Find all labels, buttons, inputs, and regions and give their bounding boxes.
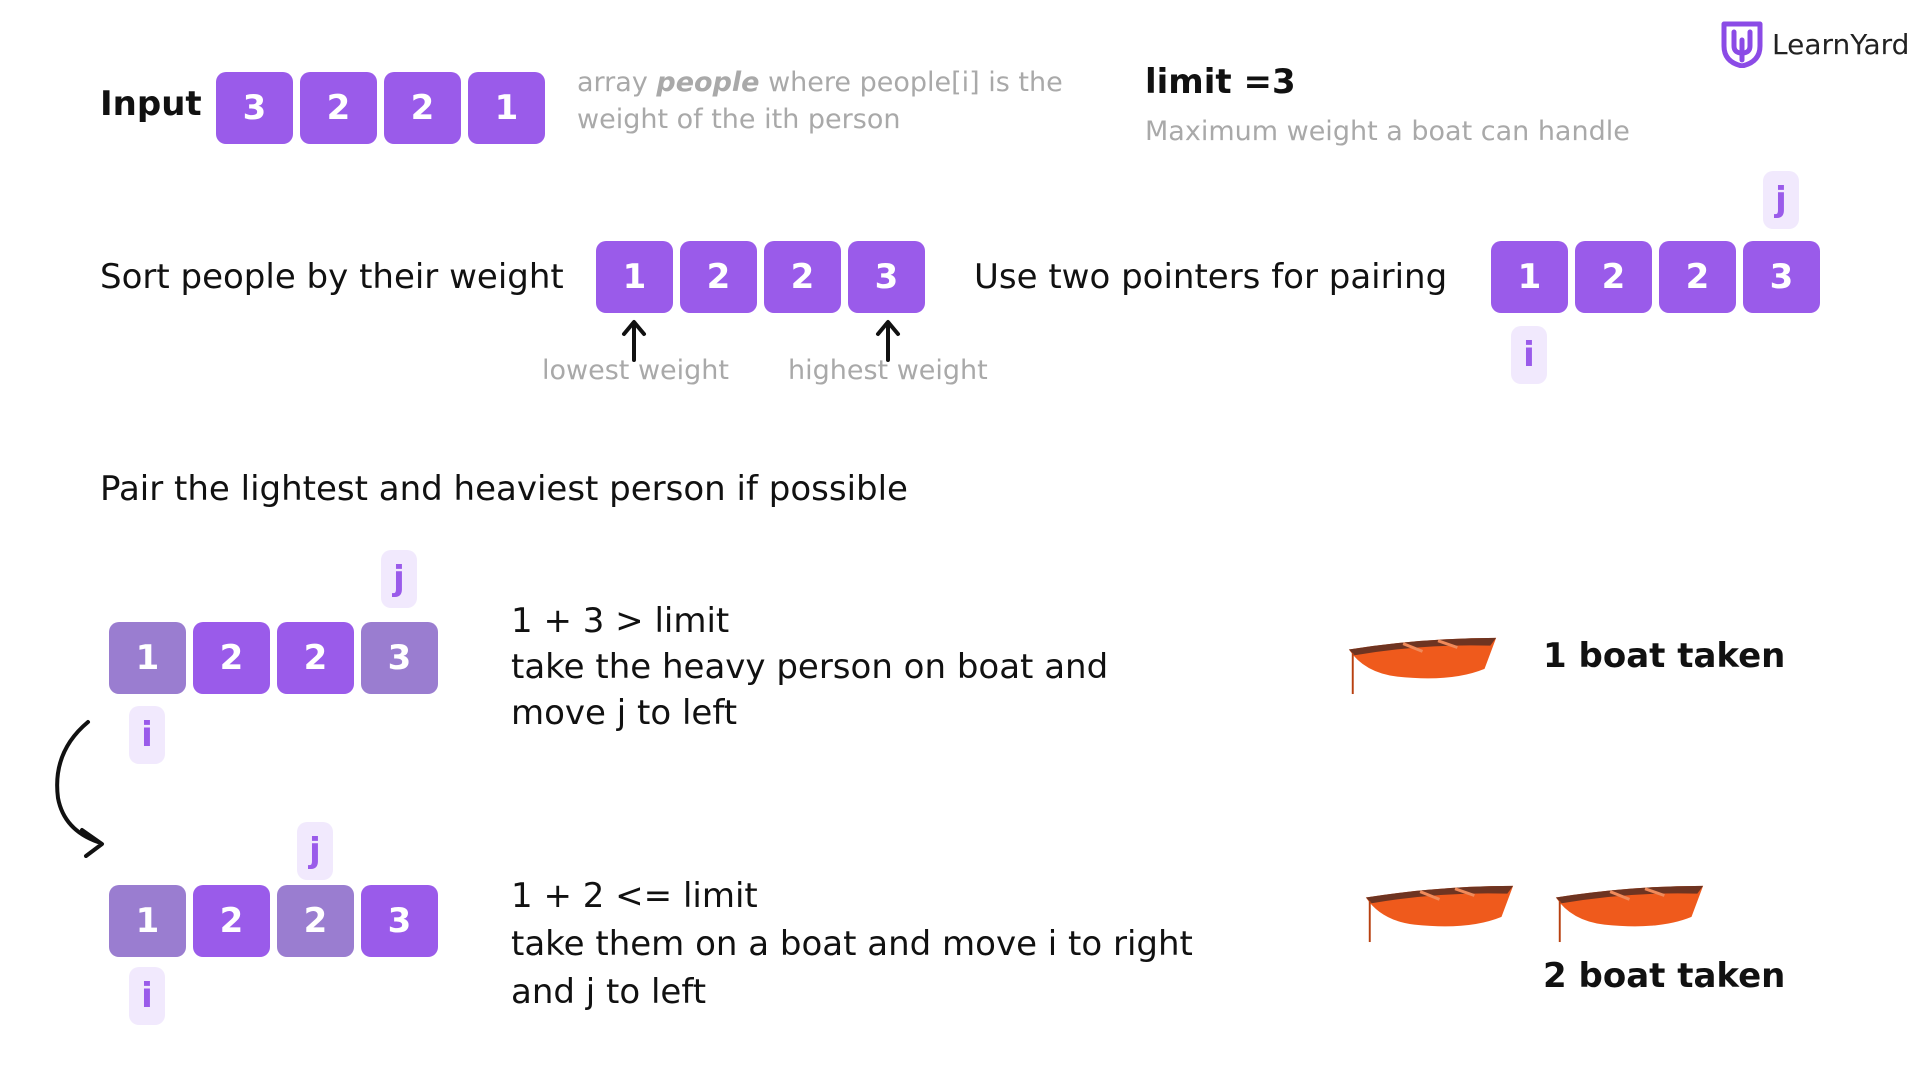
pointer-j: j — [1763, 171, 1799, 229]
step2-cell: 1 — [109, 885, 186, 957]
sort-text: Sort people by their weight — [100, 257, 564, 297]
pointer-cell: 3 — [1743, 241, 1820, 313]
step1-line2: take the heavy person on boat and — [511, 647, 1109, 687]
input-cell: 1 — [468, 72, 545, 144]
step1-line1: 1 + 3 > limit — [511, 601, 730, 641]
step1-pointer-i: i — [129, 706, 165, 764]
input-cell: 2 — [300, 72, 377, 144]
learnyard-logo-icon — [1721, 21, 1763, 68]
step1-explanation: 1 + 3 > limit take the heavy person on b… — [511, 598, 1108, 736]
step1-pointer-j: j — [381, 550, 417, 608]
curved-arrow-icon — [55, 720, 104, 858]
step2-explanation: 1 + 2 <= limit take them on a boat and m… — [511, 872, 1193, 1016]
boat-icon — [1555, 885, 1704, 943]
sorted-cell: 1 — [596, 241, 673, 313]
step1-result: 1 boat taken — [1543, 636, 1786, 676]
step1-cell: 2 — [277, 622, 354, 694]
input-label: Input — [100, 84, 202, 124]
pointer-cell: 2 — [1659, 241, 1736, 313]
limit-description: Maximum weight a boat can handle — [1145, 116, 1630, 147]
highest-weight-label: highest weight — [788, 355, 988, 386]
step2-cell: 2 — [193, 885, 270, 957]
input-cell: 3 — [216, 72, 293, 144]
sorted-cell: 2 — [764, 241, 841, 313]
step1-cell: 2 — [193, 622, 270, 694]
step1-cell: 3 — [361, 622, 438, 694]
input-description: array people where people[i] is the weig… — [577, 64, 1097, 138]
lowest-weight-label: lowest weight — [542, 355, 729, 386]
two-pointers-text: Use two pointers for pairing — [974, 257, 1448, 297]
limit-label: limit =3 — [1145, 62, 1296, 102]
input-desc-suffix: where people[i] is the — [759, 67, 1063, 98]
brand-name: LearnYard — [1772, 28, 1910, 61]
sorted-cell: 2 — [680, 241, 757, 313]
step2-line3: and j to left — [511, 972, 707, 1012]
step2-line2: take them on a boat and move i to right — [511, 924, 1193, 964]
step2-pointer-i: i — [129, 967, 165, 1025]
pointer-cell: 2 — [1575, 241, 1652, 313]
step2-pointer-j: j — [297, 822, 333, 880]
input-cell: 2 — [384, 72, 461, 144]
step2-cell: 3 — [361, 885, 438, 957]
up-arrow-icon — [622, 320, 646, 362]
up-arrow-icon — [876, 320, 900, 362]
pair-heading: Pair the lightest and heaviest person if… — [100, 469, 908, 509]
step1-line3: move j to left — [511, 693, 738, 733]
boat-icon — [1365, 885, 1514, 943]
sorted-cell: 3 — [848, 241, 925, 313]
step2-result: 2 boat taken — [1543, 956, 1786, 996]
pointer-i: i — [1511, 326, 1547, 384]
step1-cell: 1 — [109, 622, 186, 694]
pointer-cell: 1 — [1491, 241, 1568, 313]
input-desc-line2: weight of the ith person — [577, 104, 901, 135]
step2-cell: 2 — [277, 885, 354, 957]
step2-line1: 1 + 2 <= limit — [511, 876, 758, 916]
brand-logo: LearnYard — [1720, 20, 1920, 70]
boat-icon — [1348, 637, 1497, 695]
input-desc-emph: people — [656, 67, 760, 98]
input-desc-prefix: array — [577, 67, 657, 98]
